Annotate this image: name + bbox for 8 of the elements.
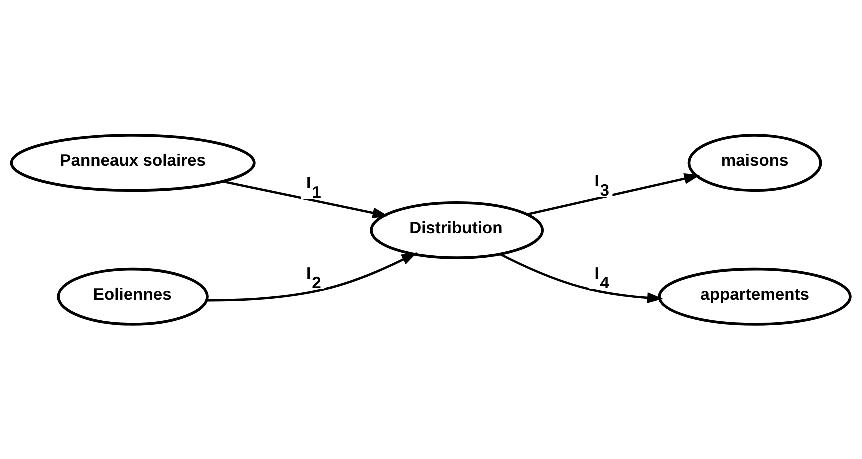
- arrow: [500, 252, 664, 303]
- arrow: [222, 180, 389, 218]
- node-ellipse: appartements: [658, 267, 852, 326]
- arrow: [206, 252, 418, 302]
- node-ellipse: Panneaux solaires: [10, 134, 256, 192]
- node-ellipse: Eoliennes: [57, 267, 209, 326]
- arrow: [527, 172, 700, 216]
- node-ellipse: maisons: [688, 134, 822, 192]
